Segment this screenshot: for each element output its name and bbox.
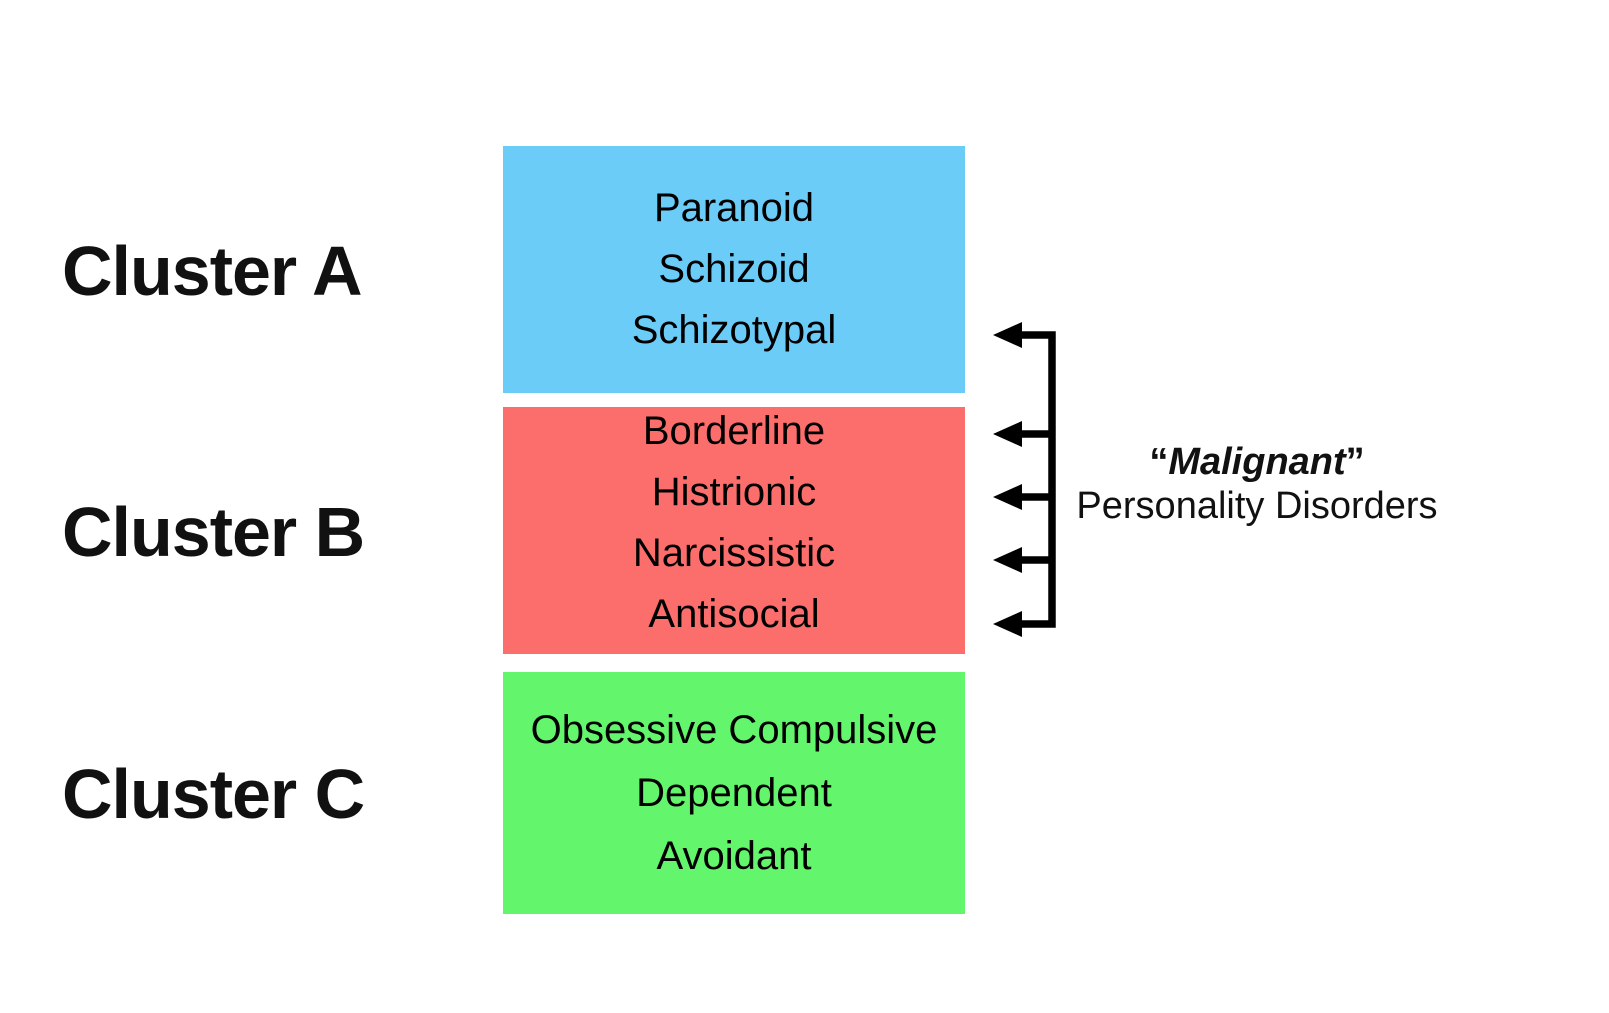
disorder-narcissistic: Narcissistic	[632, 530, 836, 575]
disorder-borderline: Borderline	[642, 408, 826, 453]
disorder-dependent: Dependent	[636, 770, 832, 815]
cluster-a-box: Paranoid Schizoid Schizotypal	[503, 146, 965, 393]
malignant-annotation-line1: “Malignant”	[1057, 440, 1457, 484]
disorder-obsessive-compulsive: Obsessive Compulsive	[530, 707, 938, 752]
cluster-b-label: Cluster B	[62, 493, 365, 571]
malignant-annotation: “Malignant” Personality Disorders	[1057, 440, 1457, 528]
malignant-word: Malignant	[1168, 441, 1346, 483]
disorder-schizotypal: Schizotypal	[631, 308, 837, 352]
malignant-bracket-arrows-icon	[993, 322, 1056, 637]
cluster-b-box: Borderline Histrionic Narcissistic Antis…	[503, 407, 965, 654]
cluster-c-label: Cluster C	[62, 755, 365, 833]
cluster-c-box: Obsessive Compulsive Dependent Avoidant	[503, 672, 965, 914]
disorder-histrionic: Histrionic	[651, 469, 817, 514]
disorder-schizoid: Schizoid	[658, 247, 810, 291]
close-quote: ”	[1345, 441, 1365, 483]
disorder-paranoid: Paranoid	[653, 186, 815, 230]
open-quote: “	[1149, 441, 1169, 483]
malignant-annotation-line2: Personality Disorders	[1076, 485, 1438, 527]
disorder-avoidant: Avoidant	[656, 833, 812, 878]
disorder-antisocial: Antisocial	[648, 591, 820, 636]
cluster-a-label: Cluster A	[62, 232, 363, 310]
